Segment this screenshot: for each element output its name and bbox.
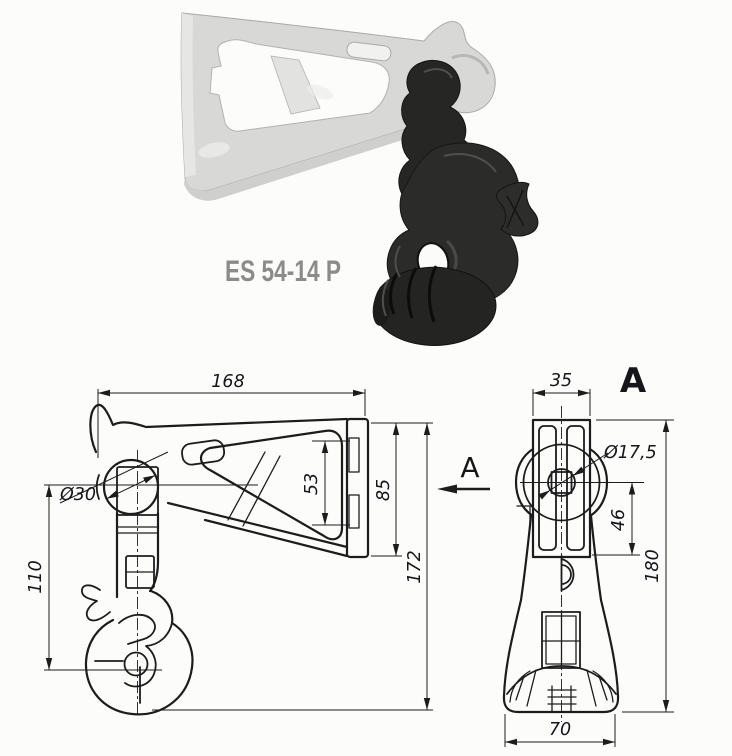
dim-label-side-clamp-drop: 110 bbox=[26, 560, 46, 593]
dim-label-side-total-height: 172 bbox=[405, 550, 425, 583]
product-model-label: ES 54-14 P bbox=[225, 255, 341, 288]
section-arrow-label: A bbox=[460, 451, 479, 484]
dim-label-front-top-width: 35 bbox=[550, 371, 572, 391]
section-arrow-head bbox=[437, 484, 457, 494]
front-view-label: A bbox=[620, 361, 647, 401]
photo-wedge-tab bbox=[496, 181, 539, 237]
dim-side-total-height: 172 bbox=[152, 423, 433, 711]
dim-side-hub-diameter: Ø30 bbox=[59, 451, 169, 505]
dim-front-hole-offset: 46 bbox=[592, 482, 640, 556]
dim-side-window-height: 53 bbox=[302, 440, 350, 526]
side-view-trigger-tab bbox=[81, 584, 111, 622]
photo-plastic-clamp bbox=[372, 60, 539, 346]
dim-label-side-bracket-height: 85 bbox=[374, 479, 394, 501]
front-view-body-outline bbox=[502, 418, 620, 714]
dim-label-front-hole-offset: 46 bbox=[609, 509, 629, 531]
side-view-drawing: 168 85 172 53 110 bbox=[26, 372, 433, 716]
side-view-bracket-outline bbox=[89, 403, 370, 559]
dim-label-side-hub-diameter: Ø30 bbox=[59, 485, 96, 505]
front-view-drawing: A 35 bbox=[502, 361, 674, 747]
photo-cross-rib bbox=[270, 55, 321, 115]
product-photo bbox=[180, 12, 539, 346]
front-view-boss-circle bbox=[522, 443, 601, 522]
dim-side-bracket-height: 85 bbox=[371, 422, 433, 557]
dim-front-base-width: 70 bbox=[504, 714, 616, 747]
front-view-hole-circle bbox=[547, 468, 576, 497]
dim-label-front-hole-diameter: Ø17,5 bbox=[603, 443, 657, 463]
dim-front-top-width: 35 bbox=[532, 371, 591, 416]
dim-side-clamp-drop: 110 bbox=[26, 485, 162, 671]
photo-aluminium-bracket bbox=[180, 12, 496, 201]
dim-label-front-base-width: 70 bbox=[549, 720, 571, 740]
side-view-clamp-outline bbox=[81, 511, 194, 716]
section-indicator: A bbox=[437, 451, 490, 494]
dim-label-front-total-height: 180 bbox=[643, 549, 663, 582]
dim-front-hole-diameter: Ø17,5 bbox=[538, 443, 657, 500]
dim-side-width: 168 bbox=[97, 372, 366, 458]
dim-front-total-height: 180 bbox=[596, 419, 674, 713]
photo-slot bbox=[346, 41, 392, 62]
dim-label-side-width: 168 bbox=[211, 372, 244, 392]
dim-label-side-window-height: 53 bbox=[302, 473, 322, 495]
